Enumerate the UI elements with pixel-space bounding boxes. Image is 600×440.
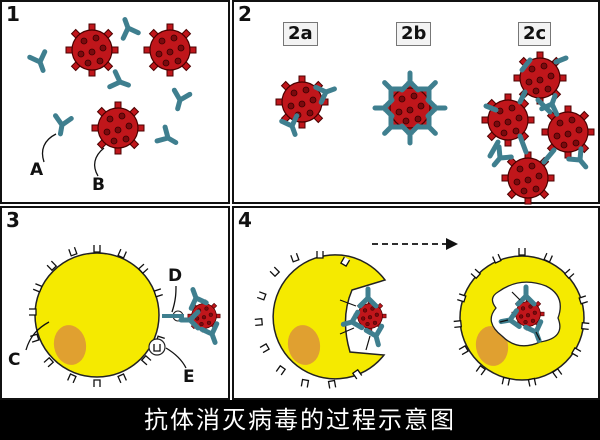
label-a: A bbox=[30, 160, 44, 180]
panel-1-content bbox=[30, 17, 197, 177]
label-b: B bbox=[92, 175, 105, 195]
panel-3-content bbox=[25, 244, 223, 388]
label-c: C bbox=[8, 350, 21, 370]
panel-2-content bbox=[275, 51, 595, 205]
sublabel-2a: 2a bbox=[283, 22, 318, 46]
caption: 抗体消灭病毒的过程示意图 bbox=[0, 400, 600, 440]
diagram-illustration bbox=[25, 0, 595, 390]
sublabel-2b: 2b bbox=[396, 22, 432, 46]
panel-2-number: 2 bbox=[238, 2, 252, 26]
sublabel-2c: 2c bbox=[518, 22, 552, 46]
panel-4-number: 4 bbox=[238, 208, 252, 232]
panel-3-number: 3 bbox=[6, 208, 20, 232]
panel-1-number: 1 bbox=[6, 2, 20, 26]
label-e: E bbox=[183, 367, 195, 387]
label-d: D bbox=[168, 266, 183, 286]
panel-4-content bbox=[254, 238, 590, 390]
